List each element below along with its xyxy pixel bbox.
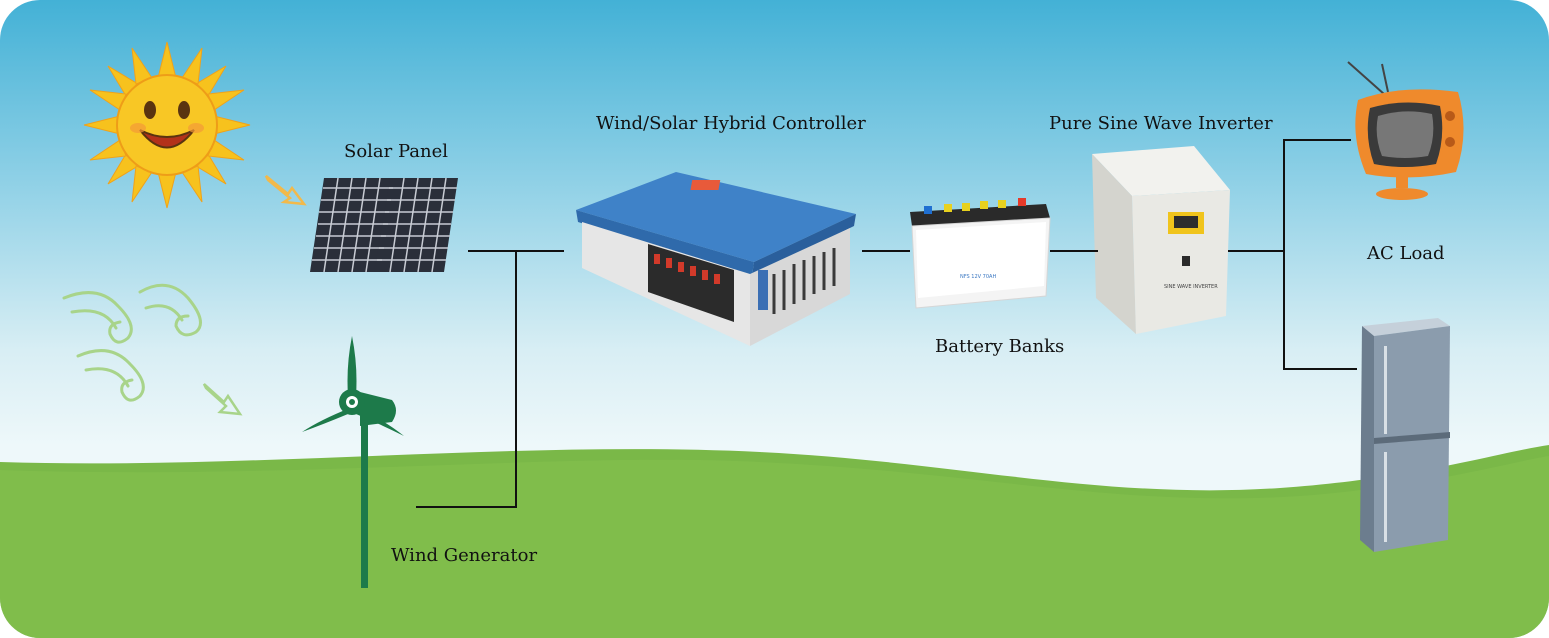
sun-icon bbox=[82, 40, 252, 210]
solar-panel-icon bbox=[310, 176, 460, 274]
controller-icon bbox=[574, 170, 858, 348]
controller-label: Wind/Solar Hybrid Controller bbox=[596, 113, 866, 134]
wind-turbine-icon bbox=[300, 336, 410, 590]
battery-icon: NFS 12V 70AH bbox=[906, 194, 1052, 310]
inverter-brand-text: SINE WAVE INVERTER bbox=[1164, 284, 1218, 290]
ac-load-label: AC Load bbox=[1367, 243, 1445, 264]
wire-tv bbox=[1283, 139, 1351, 141]
inverter-icon: SINE WAVE INVERTER bbox=[1086, 144, 1234, 336]
wire-wind bbox=[416, 506, 517, 508]
wire-junction-vertical bbox=[515, 250, 517, 508]
wire-load-vertical bbox=[1283, 139, 1285, 370]
battery-label: Battery Banks bbox=[935, 336, 1065, 357]
arrow-icon bbox=[262, 168, 310, 210]
solar-panel-label: Solar Panel bbox=[344, 141, 449, 162]
refrigerator-icon bbox=[1354, 316, 1456, 554]
inverter-label: Pure Sine Wave Inverter bbox=[1049, 113, 1273, 134]
wire-inverter-load bbox=[1228, 250, 1284, 252]
wind-swirl-icon bbox=[58, 276, 238, 416]
battery-spec-text: NFS 12V 70AH bbox=[960, 274, 996, 280]
tv-icon bbox=[1340, 60, 1470, 204]
wind-generator-label: Wind Generator bbox=[391, 545, 538, 566]
wire-controller-battery bbox=[862, 250, 910, 252]
arrow-icon bbox=[200, 378, 248, 420]
wire-battery-inverter bbox=[1050, 250, 1098, 252]
wire-fridge bbox=[1283, 368, 1357, 370]
